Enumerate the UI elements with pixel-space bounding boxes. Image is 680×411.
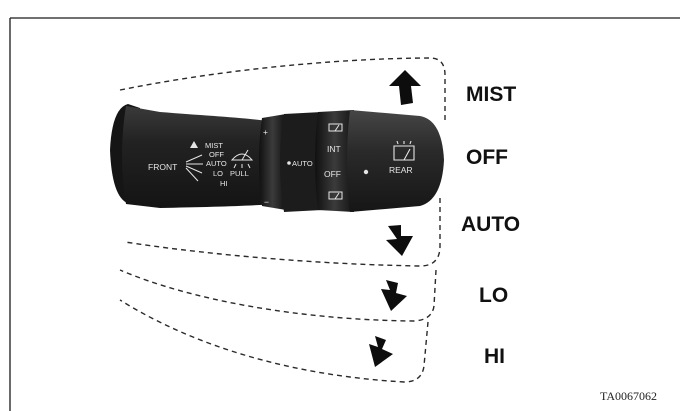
position-label-lo: LO [479,284,508,307]
tip-dot-icon [363,169,369,175]
position-label-hi: HI [484,345,505,368]
setting-ticks [185,154,203,182]
position-label-off: OFF [466,146,508,169]
rear-off-label: OFF [324,169,341,179]
position-label-mist: MIST [466,83,516,106]
ring-auto-label: AUTO [292,159,313,168]
mist-triangle-icon [190,141,198,148]
arrow-down-icon [386,225,413,256]
figure-id: TA0067062 [600,389,657,403]
ring-plus: + [263,127,268,137]
direction-arrows [369,70,421,367]
middle-collar [280,112,322,212]
front-setting-auto: AUTO [206,159,227,168]
rear-washer-bottom-icon [328,191,343,200]
arrow-up-icon [389,70,421,105]
rear-selector-ring[interactable] [315,110,354,212]
rear-wiper-washer-icon [393,140,415,161]
travel-arcs [119,57,446,383]
ring-minus: − [264,197,269,207]
wiper-stalk: FRONT MIST OFF AUTO LO PULL HI + − AUTO [110,104,444,212]
front-setting-mist: MIST [205,141,223,150]
position-label-auto: AUTO [461,213,520,236]
rear-washer-button[interactable] [347,110,444,212]
front-label: FRONT [148,162,177,172]
figure-frame [9,17,680,411]
rear-int-label: INT [327,144,341,154]
rear-label: REAR [389,165,413,175]
sensitivity-ring[interactable] [259,114,286,210]
stalk-body[interactable] [122,106,282,208]
auto-dot-icon [287,161,291,165]
front-setting-lo: LO [213,169,223,178]
front-setting-hi: HI [220,179,228,188]
arrow-down-icon [369,336,393,367]
rear-washer-icon [328,123,343,132]
front-wiper-washer-icon [230,149,254,169]
front-pull-label: PULL [230,169,249,178]
position-labels: MIST OFF AUTO LO HI [461,83,520,368]
front-setting-off: OFF [209,150,224,159]
arrow-down-icon [381,280,407,311]
